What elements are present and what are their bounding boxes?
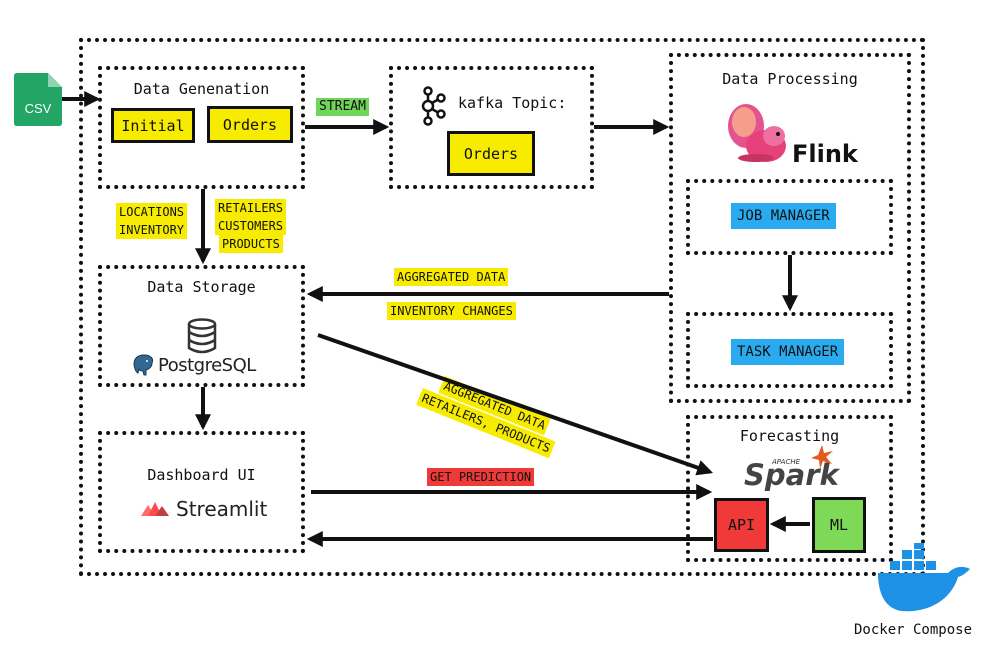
- kafka-topic-title: kafka Topic:: [458, 94, 567, 112]
- forecasting-title: Forecasting: [739, 427, 840, 445]
- api-button[interactable]: API: [714, 498, 769, 552]
- initial-button[interactable]: Initial: [111, 108, 195, 143]
- csv-label: CSV: [24, 101, 52, 116]
- data-storage-box: Data Storage: [98, 265, 305, 387]
- data-generation-title: Data Genenation: [133, 80, 270, 98]
- flink-label: Flink: [792, 140, 858, 168]
- inventory-changes-label: INVENTORY CHANGES: [387, 302, 516, 320]
- docker-whale-icon: [876, 540, 974, 615]
- data-processing-box: Data Processing: [669, 53, 911, 403]
- forecasting-box: Forecasting: [686, 415, 893, 562]
- kafka-topic-box: [389, 66, 594, 189]
- aggregated-data-label: AGGREGATED DATA: [394, 268, 509, 286]
- customers-label: CUSTOMERS: [215, 217, 287, 235]
- locations-label: LOCATIONS: [116, 203, 188, 221]
- streamlit-label: Streamlit: [176, 497, 268, 521]
- postgresql-label: PostgreSQL: [158, 355, 256, 376]
- orders-generation-button[interactable]: Orders: [207, 106, 293, 143]
- get-prediction-label: GET PREDICTION: [427, 468, 535, 486]
- task-manager-box: [686, 312, 893, 388]
- kafka-icon: [418, 86, 448, 126]
- docker-compose-boundary: [79, 38, 925, 576]
- kafka-orders-button[interactable]: Orders: [447, 131, 535, 176]
- database-icon: [186, 318, 218, 354]
- postgresql-elephant-icon: [132, 353, 156, 377]
- dashboard-box: Dashboard UI: [98, 431, 305, 553]
- data-storage-title: Data Storage: [147, 278, 256, 296]
- job-manager-label: JOB MANAGER: [731, 203, 836, 229]
- spark-apache-label: APACHE: [772, 458, 801, 466]
- csv-file-icon: CSV: [14, 73, 62, 126]
- inventory-label: INVENTORY: [116, 221, 188, 239]
- docker-compose-label: Docker Compose: [854, 622, 973, 638]
- arrow-storage-to-forecasting: [317, 333, 714, 476]
- streamlit-icon: [140, 500, 170, 518]
- data-processing-title: Data Processing: [722, 70, 858, 88]
- stream-label: STREAM: [316, 98, 369, 116]
- spark-label: Spark: [744, 458, 839, 492]
- data-generation-box: Data Genenation: [98, 66, 305, 189]
- ml-button[interactable]: ML: [812, 497, 866, 553]
- flink-squirrel-icon: [726, 100, 792, 166]
- job-manager-box: [686, 179, 893, 255]
- products-label: PRODUCTS: [219, 235, 283, 253]
- spark-star-icon: [809, 444, 835, 470]
- task-manager-label: TASK MANAGER: [731, 339, 845, 365]
- dashboard-title: Dashboard UI: [147, 466, 256, 484]
- retailers-label: RETAILERS: [215, 199, 287, 217]
